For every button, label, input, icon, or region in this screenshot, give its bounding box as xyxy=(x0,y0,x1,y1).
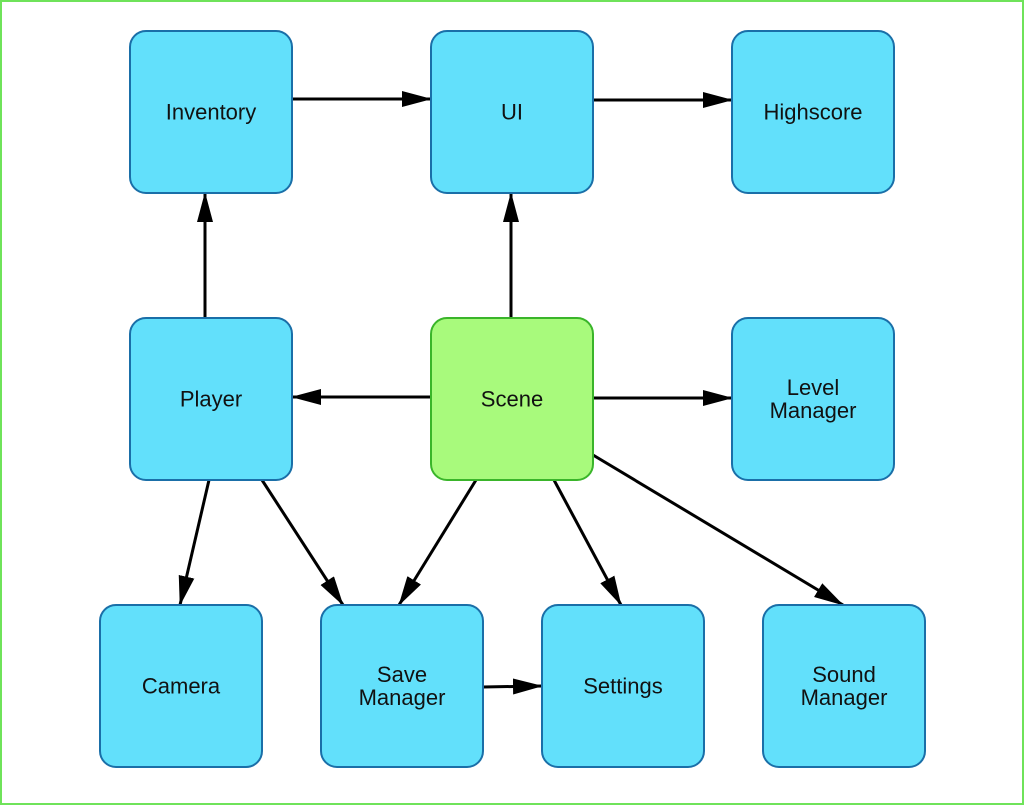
node-label-settings: Settings xyxy=(583,674,663,699)
node-highscore: Highscore xyxy=(731,30,895,194)
node-label-level-manager: Manager xyxy=(770,398,857,423)
node-player: Player xyxy=(129,317,293,481)
node-label-inventory: Inventory xyxy=(166,100,257,125)
node-box-level-manager xyxy=(731,317,895,481)
node-box-highscore xyxy=(731,30,895,194)
node-label-highscore: Highscore xyxy=(763,100,862,125)
edge-scene-to-save-manager xyxy=(397,479,478,606)
edge-scene-to-settings xyxy=(552,479,623,606)
edge-scene-to-sound-manager xyxy=(592,453,844,607)
node-camera: Camera xyxy=(99,604,263,768)
node-box-player xyxy=(129,317,293,481)
node-label-player: Player xyxy=(180,387,242,412)
node-label-scene: Scene xyxy=(481,387,543,412)
node-box-settings xyxy=(541,604,705,768)
node-box-save-manager xyxy=(320,604,484,768)
node-label-level-manager: Level xyxy=(787,375,840,400)
node-label-sound-manager: Manager xyxy=(801,685,888,710)
node-label-camera: Camera xyxy=(142,674,221,699)
edge-save-manager-to-settings xyxy=(482,678,543,695)
edge-layer xyxy=(178,91,844,695)
node-ui: UI xyxy=(430,30,594,194)
node-box-scene xyxy=(430,317,594,481)
node-box-camera xyxy=(99,604,263,768)
node-label-sound-manager: Sound xyxy=(812,662,876,687)
node-scene: Scene xyxy=(430,317,594,481)
node-label-save-manager: Manager xyxy=(359,685,446,710)
node-box-ui xyxy=(430,30,594,194)
node-settings: Settings xyxy=(541,604,705,768)
node-label-save-manager: Save xyxy=(377,662,427,687)
node-box-inventory xyxy=(129,30,293,194)
edge-player-to-save-manager xyxy=(260,479,345,606)
node-label-ui: UI xyxy=(501,100,523,125)
edge-player-to-camera xyxy=(178,479,211,606)
node-inventory: Inventory xyxy=(129,30,293,194)
node-box-sound-manager xyxy=(762,604,926,768)
